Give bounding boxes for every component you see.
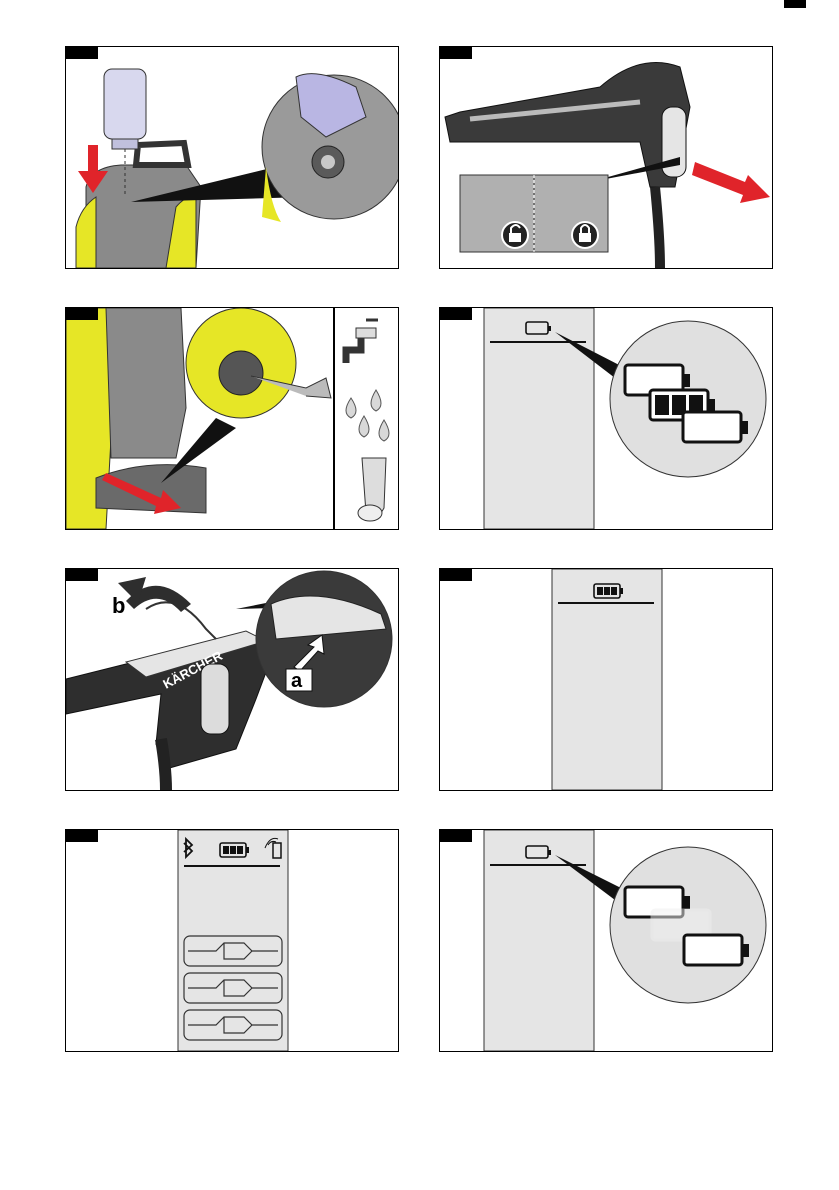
filter-illustration bbox=[66, 308, 398, 529]
figure-number-tab bbox=[66, 47, 98, 59]
spray-gun-illustration bbox=[440, 47, 772, 268]
figure-number-tab bbox=[440, 308, 472, 320]
figure-battery-full-display bbox=[439, 568, 773, 791]
figure-detergent-insertion bbox=[65, 46, 399, 269]
battery-display-illustration bbox=[440, 308, 772, 529]
figure-battery-low bbox=[439, 829, 773, 1052]
battery-empty-icon bbox=[683, 412, 748, 442]
figure-number-tab bbox=[66, 569, 98, 581]
lock-icon bbox=[572, 222, 598, 248]
figure-battery-compartment: KÄRCHER b a bbox=[65, 568, 399, 791]
page-edge-marker bbox=[784, 0, 806, 8]
gun-compartment-illustration: KÄRCHER b a bbox=[66, 569, 398, 790]
low-battery-display bbox=[440, 830, 772, 1051]
full-battery-display bbox=[440, 569, 772, 790]
figure-filter-removal bbox=[65, 307, 399, 530]
figure-bluetooth-display bbox=[65, 829, 399, 1052]
figure-number-tab bbox=[440, 830, 472, 842]
figure-number-tab bbox=[440, 47, 472, 59]
battery-empty-icon bbox=[684, 935, 749, 965]
bluetooth-display bbox=[66, 830, 398, 1051]
unlock-icon bbox=[502, 222, 528, 248]
callout-letter-a: a bbox=[291, 670, 303, 692]
figure-number-tab bbox=[440, 569, 472, 581]
figure-battery-levels bbox=[439, 307, 773, 530]
figure-number-tab bbox=[66, 830, 98, 842]
detergent-illustration bbox=[66, 47, 398, 268]
figure-number-tab bbox=[66, 308, 98, 320]
callout-letter-b: b bbox=[112, 593, 125, 618]
figure-trigger-lock bbox=[439, 46, 773, 269]
